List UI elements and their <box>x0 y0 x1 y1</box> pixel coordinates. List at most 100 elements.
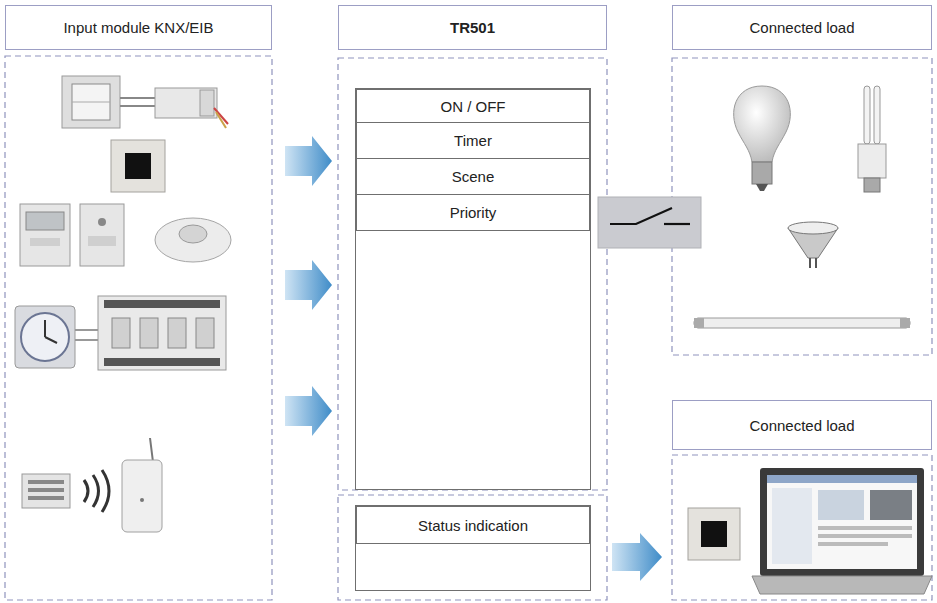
radio-waves <box>84 470 109 512</box>
wall-panel <box>688 508 740 560</box>
function-box: Timer <box>356 122 590 159</box>
laptop <box>752 468 932 594</box>
wires <box>120 105 155 107</box>
din-module <box>80 204 124 266</box>
time-switch <box>21 313 69 361</box>
time-switch <box>45 337 57 343</box>
radio-waves <box>93 475 99 507</box>
switch-actuator <box>98 296 226 370</box>
wires <box>75 339 98 341</box>
energy-saving-lamp <box>864 86 870 144</box>
incandescent-bulb <box>752 162 772 184</box>
energy-saving-lamp <box>858 144 886 178</box>
header-box: Connected load <box>672 400 932 450</box>
laptop <box>752 576 932 594</box>
laptop <box>818 542 888 546</box>
function-label: Status indication <box>414 517 532 534</box>
din-module <box>88 236 116 246</box>
flow-arrow <box>285 136 332 186</box>
din-module <box>30 238 60 246</box>
din-module <box>26 212 64 230</box>
switch-actuator <box>196 318 214 348</box>
fluorescent-tube <box>694 318 704 328</box>
laptop <box>818 490 864 520</box>
wires <box>75 330 98 340</box>
function-box: Priority <box>356 194 590 231</box>
binary-input <box>216 112 226 128</box>
motion-detector <box>155 218 231 262</box>
header-text: Connected load <box>745 19 858 36</box>
laptop <box>870 490 912 520</box>
incandescent-bulb <box>734 86 791 191</box>
flow-arrow <box>285 386 332 436</box>
switch-actuator <box>140 318 158 348</box>
incandescent-bulb <box>734 86 791 162</box>
laptop <box>772 488 812 564</box>
switch-symbol <box>598 197 701 248</box>
binary-input <box>155 88 217 118</box>
switch-symbol <box>664 223 690 225</box>
din-module <box>20 204 70 266</box>
function-label: ON / OFF <box>437 98 510 115</box>
halogen-reflector <box>809 258 811 268</box>
din-module <box>98 218 106 226</box>
fluorescent-tube <box>694 318 910 328</box>
din-module <box>20 204 124 266</box>
wall-panel <box>111 140 165 192</box>
function-label: Priority <box>446 204 501 221</box>
radio-remote <box>28 488 64 492</box>
function-frame <box>356 89 591 490</box>
energy-saving-lamp <box>858 86 886 192</box>
switch-symbol <box>610 208 672 224</box>
push-button <box>72 102 110 103</box>
push-button <box>62 76 120 128</box>
wall-panel <box>688 508 740 560</box>
radio-waves <box>84 480 88 502</box>
switch-actuator <box>98 296 226 370</box>
radio-remote <box>22 474 70 508</box>
fluorescent-tube <box>694 318 910 328</box>
halogen-reflector <box>788 222 838 234</box>
header-text: TR501 <box>446 19 499 36</box>
dashed-region <box>5 56 272 600</box>
function-label: Timer <box>450 132 496 149</box>
time-switch <box>15 306 75 368</box>
switch-actuator <box>104 300 220 308</box>
laptop <box>767 475 917 483</box>
halogen-reflector <box>788 222 838 268</box>
laptop <box>818 526 912 530</box>
wall-panel <box>111 140 165 192</box>
wires <box>120 98 155 106</box>
fluorescent-tube <box>900 318 910 328</box>
dashed-region <box>672 58 932 355</box>
flow-arrow <box>612 533 662 581</box>
header-box: TR501 <box>338 5 607 50</box>
flow-arrow <box>285 260 332 310</box>
function-box: Status indication <box>356 506 590 544</box>
time-switch <box>44 320 46 337</box>
switch-actuator <box>112 318 130 348</box>
incandescent-bulb <box>756 184 768 191</box>
function-frame <box>356 89 591 591</box>
energy-saving-lamp <box>874 86 880 144</box>
laptop <box>760 468 924 576</box>
push-button <box>72 84 110 120</box>
push-button <box>62 76 120 128</box>
function-box: ON / OFF <box>356 89 590 123</box>
wires <box>120 97 155 99</box>
dashed-region <box>338 495 607 600</box>
dashed-region <box>338 58 607 490</box>
header-text: Input module KNX/EIB <box>59 19 217 36</box>
binary-input <box>200 90 214 116</box>
radio-receiver <box>150 438 153 462</box>
radio-remote <box>22 474 70 508</box>
time-switch <box>15 306 75 368</box>
radio-receiver <box>122 438 162 532</box>
laptop <box>818 534 912 538</box>
laptop <box>767 475 917 569</box>
wall-panel <box>125 153 151 179</box>
function-frame <box>356 506 591 591</box>
motion-detector <box>155 218 231 262</box>
motion-detector <box>179 225 207 243</box>
header-box: Input module KNX/EIB <box>5 5 272 50</box>
